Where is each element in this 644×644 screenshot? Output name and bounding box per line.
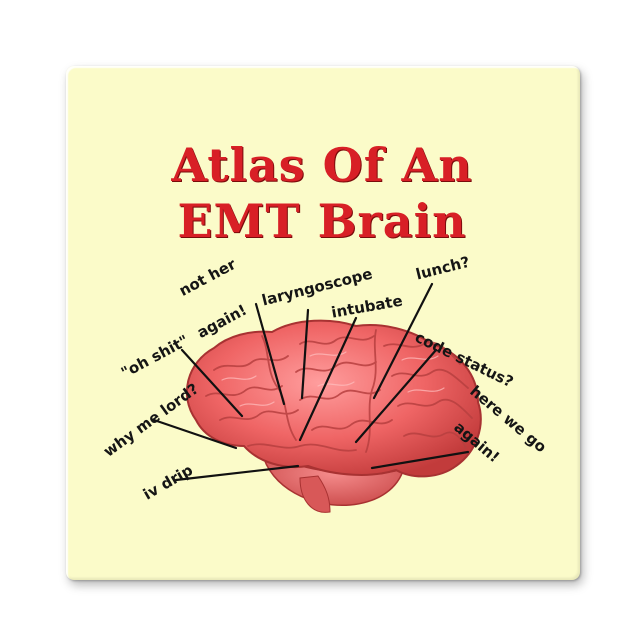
pointer-code-status <box>354 348 438 444</box>
pointer-lunch <box>372 282 434 400</box>
pointer-oh-shit <box>180 348 244 418</box>
title-line-2: EMT Brain <box>177 194 467 248</box>
pointer-here-we-go <box>370 450 470 470</box>
pointer-not-her <box>254 302 286 406</box>
pointer-intubate <box>298 316 358 442</box>
title-line-1: Atlas Of An <box>171 138 473 192</box>
pointer-laryngoscope <box>300 308 310 400</box>
pointer-why-me-lord <box>152 418 238 450</box>
pointer-iv-drip <box>174 464 300 482</box>
